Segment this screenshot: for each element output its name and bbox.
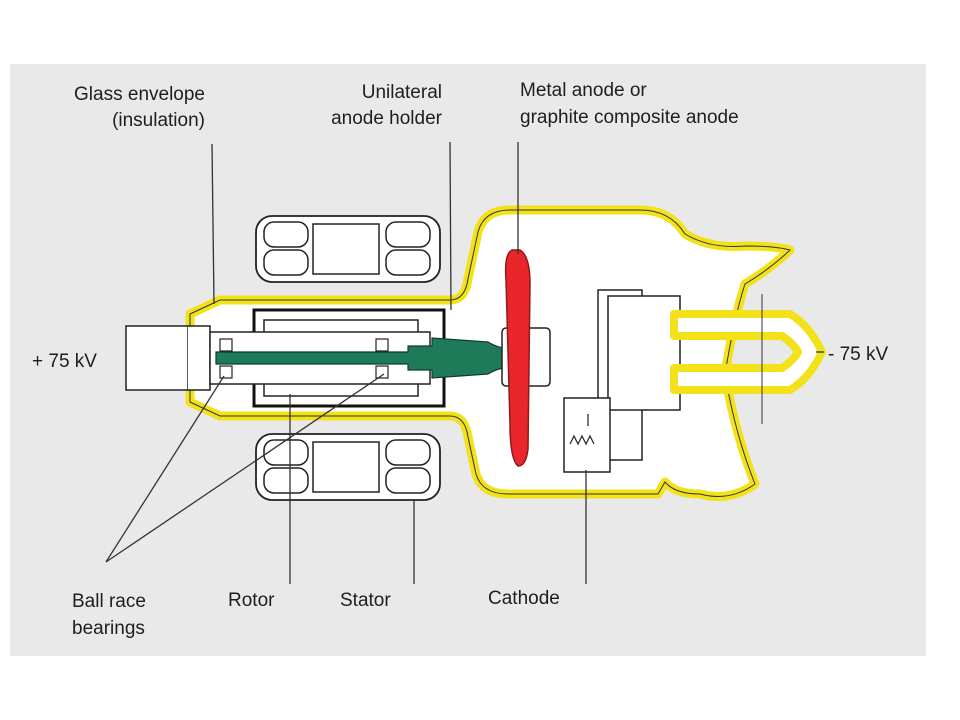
label-stator: Stator [340, 590, 391, 611]
diagram-canvas: Glass envelope (insulation) Unilateral a… [32, 80, 889, 639]
bearing-right-upper [375, 338, 389, 352]
leader-anode-holder [449, 141, 452, 311]
leader-glass-envelope [211, 143, 215, 305]
label-anode-line1: Metal anode or [520, 80, 647, 101]
xray-tube-diagram: Glass envelope (insulation) Unilateral a… [10, 64, 926, 656]
leader-ball-race-1 [105, 375, 225, 563]
glass-envelope-inner-edge [189, 209, 791, 497]
cathode-assembly [563, 289, 681, 473]
bearing-left-upper [219, 338, 233, 352]
stator-lower [255, 433, 441, 501]
label-ball-race-line2: bearings [72, 618, 145, 639]
label-cathode: Cathode [488, 588, 560, 609]
label-glass-envelope-line1: Glass envelope [74, 84, 205, 105]
anode-disc [504, 249, 531, 467]
bearing-left-lower [219, 365, 233, 379]
bearing-right-lower [375, 365, 389, 379]
label-ball-race-line1: Ball race [72, 591, 146, 612]
label-anode-line2: graphite composite anode [520, 107, 739, 128]
leader-ball-race-2 [105, 373, 385, 563]
label-positive-voltage: + 75 kV [32, 351, 97, 372]
label-anode-holder-line1: Unilateral [362, 82, 442, 103]
label-anode-holder-line2: anode holder [331, 108, 443, 129]
stator-upper [255, 215, 441, 283]
negative-terminal [670, 310, 826, 394]
positive-terminal [125, 325, 189, 391]
label-negative-voltage: - 75 kV [828, 344, 889, 365]
label-glass-envelope-line2: (insulation) [112, 110, 205, 131]
envelope-neck [188, 325, 211, 391]
label-rotor: Rotor [228, 590, 275, 611]
